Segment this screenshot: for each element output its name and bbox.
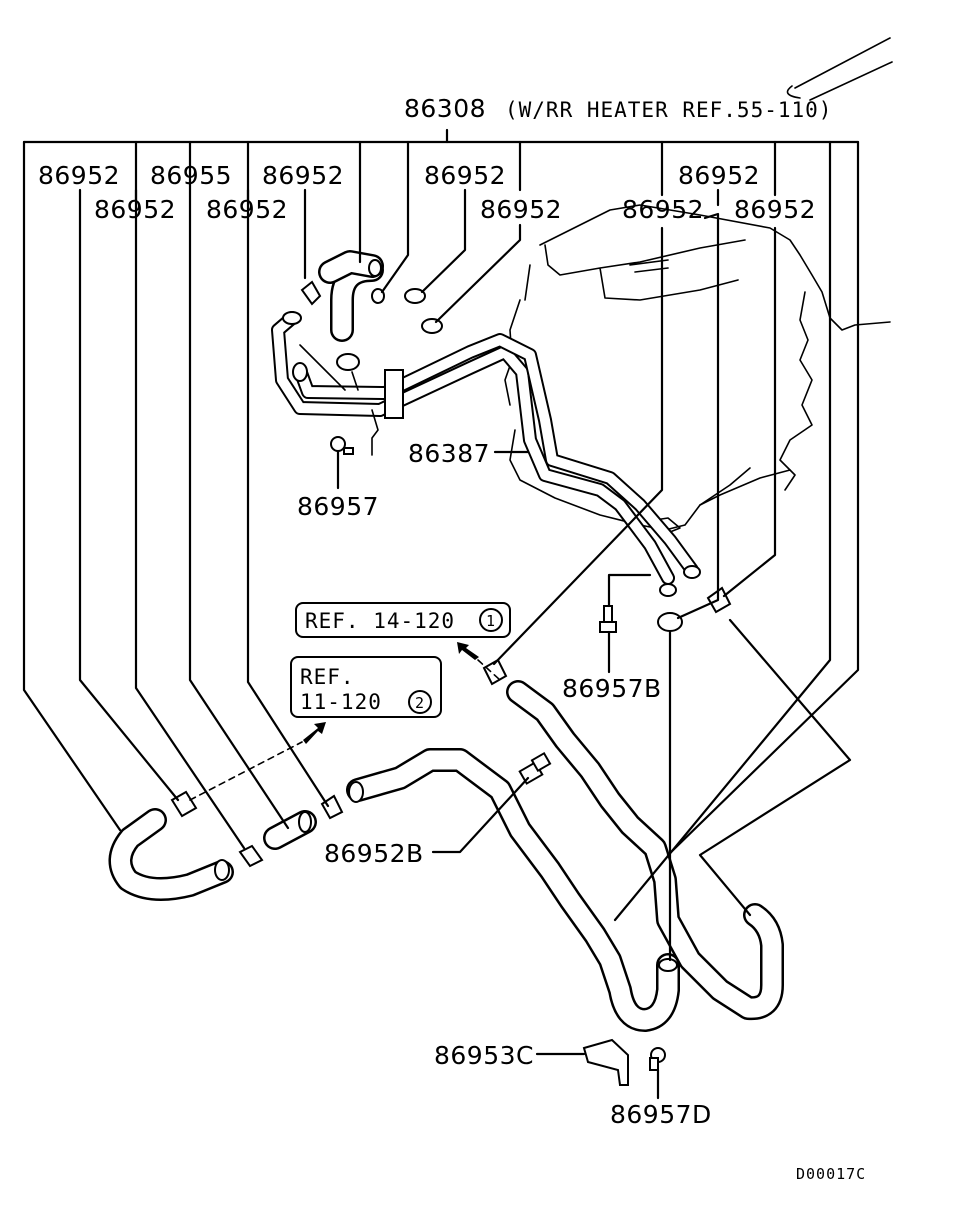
- elbow-end-b: [371, 288, 385, 304]
- elbow-end-a: [368, 259, 382, 277]
- clamp-86952-lower-a: [657, 612, 683, 632]
- label-86952b: 86952B: [324, 839, 424, 868]
- label-86308-note: (W/RR HEATER REF.55-110): [505, 98, 832, 122]
- label-86308: 86308: [404, 94, 486, 123]
- label-86952-c: 86952: [424, 161, 506, 190]
- ref-box-2: REF. 11-120 2: [290, 656, 442, 718]
- label-86952-f: 86952: [206, 195, 288, 224]
- clamp-86952-right: [320, 794, 344, 820]
- label-86952-a: 86952: [38, 161, 120, 190]
- label-86952-b: 86952: [262, 161, 344, 190]
- ref-box-2-line2: 11-120: [300, 690, 382, 714]
- clamp-86952-a: [404, 288, 426, 304]
- label-86952-g: 86952: [480, 195, 562, 224]
- label-86957: 86957: [297, 492, 379, 521]
- clamp-86952-left: [170, 790, 198, 818]
- pipe-end-upper: [282, 311, 302, 325]
- pipe-end-lower-a: [659, 583, 677, 597]
- lower-hoses: [108, 586, 784, 1086]
- ref-box-1-marker: 1: [486, 612, 496, 630]
- label-86953c: 86953C: [434, 1041, 534, 1070]
- label-86387: 86387: [408, 439, 490, 468]
- ref-box-1-text: REF. 14-120: [305, 609, 455, 633]
- arrow-ref1: [457, 642, 479, 660]
- leader-lines: [22, 128, 860, 1100]
- clip-86952-upper: [300, 280, 322, 306]
- ref-box-1: REF. 14-120 1: [295, 602, 511, 638]
- clip-86953c: [582, 1038, 629, 1086]
- label-86952-d: 86952: [678, 161, 760, 190]
- label-86955: 86955: [150, 161, 232, 190]
- pipe-bracket: [384, 369, 404, 419]
- label-86952-i: 86952: [734, 195, 816, 224]
- label-86957d: 86957D: [610, 1100, 712, 1129]
- clamp-ref1: [482, 658, 508, 686]
- pipe-end-lower-b: [683, 565, 701, 579]
- ref-box-2-marker: 2: [415, 694, 425, 712]
- bolt-86957: [330, 436, 346, 452]
- clamp-center: [336, 353, 360, 371]
- label-86957b: 86957B: [562, 674, 662, 703]
- label-86952-h: 86952: [622, 195, 704, 224]
- clamp-86952-mid: [238, 844, 264, 868]
- diagram-code: D00017C: [796, 1165, 866, 1183]
- label-86952-e: 86952: [94, 195, 176, 224]
- arrow-ref2: [303, 722, 326, 744]
- clamp-86952-b: [421, 318, 443, 334]
- ref-box-2-line1: REF.: [300, 665, 355, 689]
- heater-pipe-assembly: [271, 250, 701, 597]
- pipe-end-middle: [292, 362, 308, 382]
- bolt-86957b: [603, 605, 613, 623]
